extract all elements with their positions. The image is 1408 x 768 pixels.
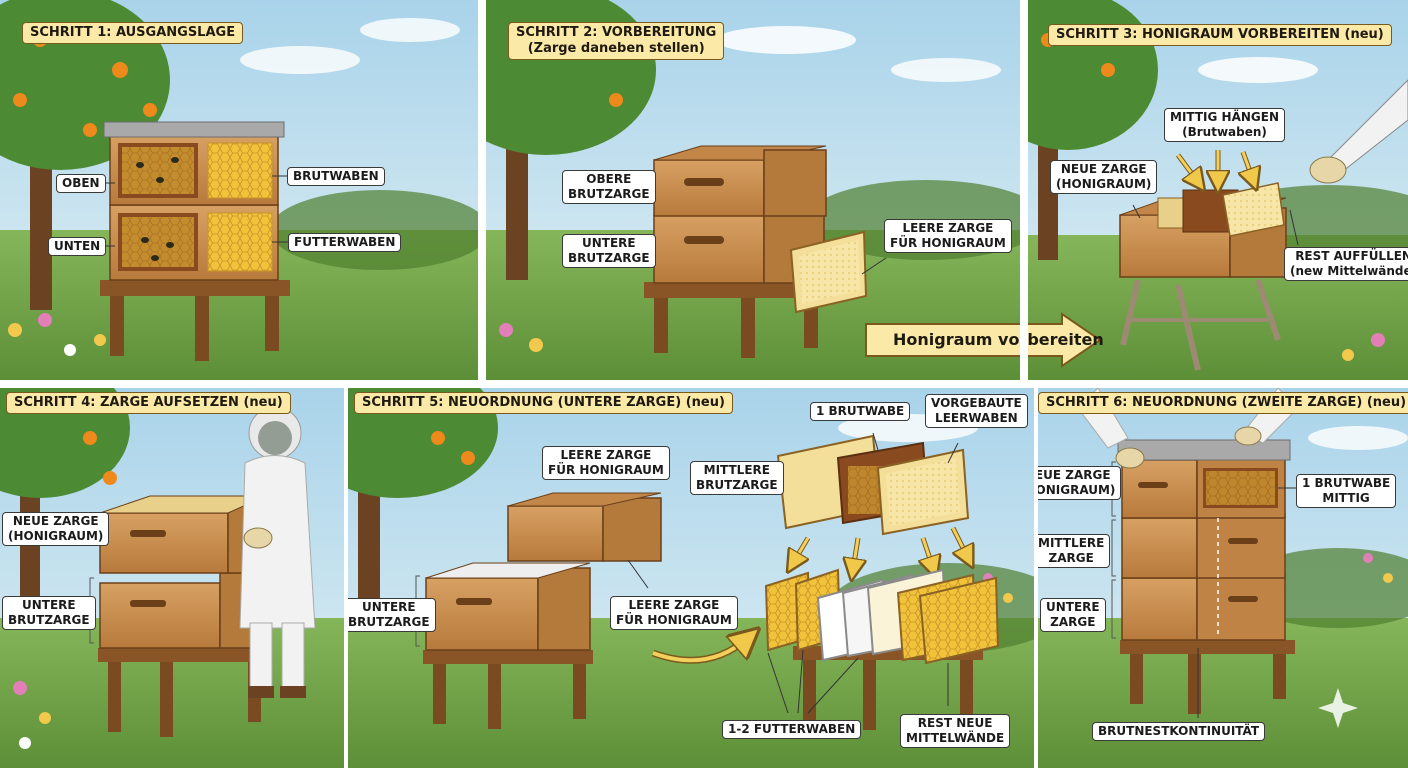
label-leere-bottom-line1: LEERE ZARGE (628, 598, 720, 612)
label-unten: UNTEN (48, 237, 107, 256)
step-6-panel: SCHRITT 6: NEUORDNUNG (ZWEITE ZARGE) (ne… (1038, 388, 1408, 768)
label-neue6-line2: (HONIGRAUM) (1038, 483, 1116, 497)
label-untere-zarge: UNTERE ZARGE (1040, 598, 1106, 632)
label-neue-line2: (HONIGRAUM) (1056, 177, 1152, 191)
label-untere5-line2: BRUTZARGE (348, 615, 430, 629)
step-1-panel: SCHRITT 1: AUSGANGSLAGE OBEN UNTEN BRUTW… (0, 0, 478, 380)
label-rest5-line2: MITTELWÄNDE (906, 731, 1005, 745)
label-untere4-line2: BRUTZARGE (8, 613, 90, 627)
label-mittlere6-line1: MITTLERE (1038, 536, 1105, 550)
label-untere6-line2: ZARGE (1050, 615, 1096, 629)
label-brutwabe6-line2: MITTIG (1322, 491, 1370, 505)
label-brutnestkontinuitaet: BRUTNESTKONTINUITÄT (1092, 722, 1266, 741)
label-untere-line1: UNTERE (581, 236, 636, 250)
label-untere-brutzarge-5: UNTERE BRUTZARGE (348, 598, 436, 632)
label-untere4-line1: UNTERE (21, 598, 76, 612)
separator-3 (344, 388, 348, 768)
label-futterwaben: FUTTERWABEN (288, 233, 402, 252)
label-untere-line2: BRUTZARGE (568, 251, 650, 265)
label-rest-line1: REST AUFFÜLLEN (1295, 249, 1408, 263)
label-neue6-line1: NEUE ZARGE (1038, 468, 1111, 482)
label-mittlere-line2: BRUTZARGE (696, 478, 778, 492)
label-mittig-line2: (Brutwaben) (1182, 125, 1267, 139)
label-brutwabe-mittig: 1 BRUTWABE MITTIG (1296, 474, 1397, 508)
label-rest-auffuellen: REST AUFFÜLLEN (new Mittelwände) (1284, 247, 1408, 281)
label-mittig-haengen: MITTIG HÄNGEN (Brutwaben) (1164, 108, 1286, 142)
step-4-title: SCHRITT 4: ZARGE AUFSETZEN (neu) (6, 392, 291, 414)
label-neue-zarge-6: NEUE ZARGE (HONIGRAUM) (1038, 466, 1122, 500)
label-neue-zarge: NEUE ZARGE (HONIGRAUM) (1050, 160, 1158, 194)
label-obere-brutzarge: OBERE BRUTZARGE (562, 170, 656, 204)
honigraum-arrow (865, 312, 1102, 368)
label-leere-zarge-top: LEERE ZARGE FÜR HONIGRAUM (542, 446, 670, 480)
label-leere-line1: LEERE ZARGE (902, 221, 994, 235)
step-1-title: SCHRITT 1: AUSGANGSLAGE (22, 22, 244, 44)
separator-2 (1020, 0, 1028, 380)
label-neue-zarge-4: NEUE ZARGE (HONIGRAUM) (2, 512, 110, 546)
label-neue4-line2: (HONIGRAUM) (8, 529, 104, 543)
label-mittlere-brutzarge: MITTLERE BRUTZARGE (690, 461, 784, 495)
step-6-title: SCHRITT 6: NEUORDNUNG (ZWEITE ZARGE) (ne… (1038, 392, 1408, 414)
label-mittlere6-line2: ZARGE (1048, 551, 1094, 565)
label-oben: OBEN (56, 174, 106, 193)
label-vorgebaute-leerwaben: VORGEBAUTE LEERWABEN (925, 394, 1028, 428)
step-2-title: SCHRITT 2: VORBEREITUNG (Zarge daneben s… (508, 22, 725, 60)
label-untere5-line1: UNTERE (361, 600, 416, 614)
label-untere6-line1: UNTERE (1046, 600, 1100, 614)
step-5-scene (348, 388, 1034, 768)
label-rest-neue-mittelwaende: REST NEUE MITTELWÄNDE (900, 714, 1011, 748)
step-2-panel: SCHRITT 2: VORBEREITUNG (Zarge daneben s… (486, 0, 1020, 380)
label-leere-zarge-bottom: LEERE ZARGE FÜR HONIGRAUM (610, 596, 738, 630)
label-vorgebaute-line2: LEERWABEN (935, 411, 1018, 425)
separator-1 (478, 0, 486, 380)
separator-row (0, 380, 1408, 388)
label-untere-brutzarge: UNTERE BRUTZARGE (562, 234, 656, 268)
label-mittig-line1: MITTIG HÄNGEN (1170, 110, 1280, 124)
label-leere-top-line1: LEERE ZARGE (560, 448, 652, 462)
step-4-panel: SCHRITT 4: ZARGE AUFSETZEN (neu) NEUE ZA… (0, 388, 344, 768)
step-6-scene (1038, 388, 1408, 768)
label-neue4-line1: NEUE ZARGE (12, 514, 99, 528)
step-5-panel: SCHRITT 5: NEUORDNUNG (UNTERE ZARGE) (ne… (348, 388, 1034, 768)
honigraum-arrow-label: Honigraum vorbereiten (893, 330, 1104, 349)
label-obere-line2: BRUTZARGE (568, 187, 650, 201)
step-4-scene (0, 388, 344, 768)
label-brutwabe6-line1: 1 BRUTWABE (1302, 476, 1391, 490)
label-mittlere-line1: MITTLERE (703, 463, 770, 477)
label-futterwaben-5: 1-2 FUTTERWABEN (722, 720, 862, 739)
label-leere-bottom-line2: FÜR HONIGRAUM (616, 613, 732, 627)
step-3-title: SCHRITT 3: HONIGRAUM VORBEREITEN (neu) (1048, 24, 1392, 46)
label-leere-top-line2: FÜR HONIGRAUM (548, 463, 664, 477)
label-untere-brutzarge-4: UNTERE BRUTZARGE (2, 596, 96, 630)
step-2-title-line1: SCHRITT 2: VORBEREITUNG (516, 25, 717, 40)
step-2-title-line2: (Zarge daneben stellen) (527, 41, 705, 56)
label-leere-line2: FÜR HONIGRAUM (890, 236, 1006, 250)
label-leere-zarge: LEERE ZARGE FÜR HONIGRAUM (884, 219, 1012, 253)
label-obere-line1: OBERE (586, 172, 632, 186)
label-rest-line2: (new Mittelwände) (1290, 264, 1408, 278)
label-vorgebaute-line1: VORGEBAUTE (931, 396, 1022, 410)
label-mittlere-zarge: MITTLERE ZARGE (1038, 534, 1111, 568)
separator-4 (1034, 388, 1038, 768)
label-rest5-line1: REST NEUE (917, 716, 993, 730)
step-3-panel: SCHRITT 3: HONIGRAUM VORBEREITEN (neu) M… (1028, 0, 1408, 380)
label-eine-brutwabe: 1 BRUTWABE (810, 402, 911, 421)
label-neue-line1: NEUE ZARGE (1060, 162, 1147, 176)
label-brutwaben: BRUTWABEN (287, 167, 385, 186)
step-5-title: SCHRITT 5: NEUORDNUNG (UNTERE ZARGE) (ne… (354, 392, 733, 414)
